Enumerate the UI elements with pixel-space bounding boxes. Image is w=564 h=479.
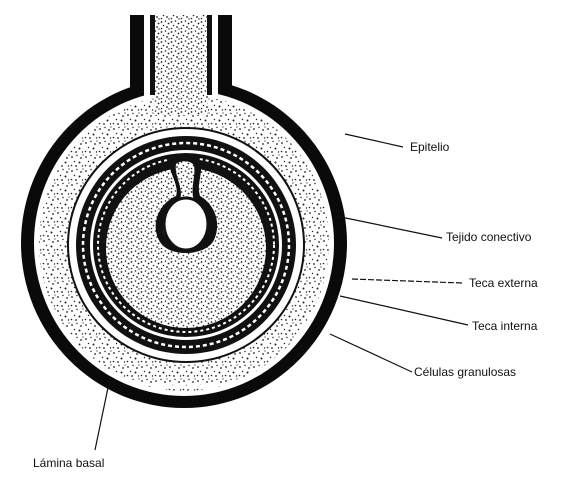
leader-epitelio (345, 134, 403, 147)
oocyte (164, 198, 208, 250)
label-teca-interna: Teca interna (472, 319, 538, 333)
follicle-body (21, 15, 347, 408)
label-tejido-conectivo: Tejido conectivo (446, 230, 532, 244)
leader-teca-externa (352, 279, 462, 283)
label-celulas-granulosas: Células granulosas (414, 365, 516, 379)
leader-teca-interna (340, 296, 468, 325)
leader-lamina-basal (95, 378, 110, 450)
leader-tejido-conectivo (336, 216, 442, 238)
duct-stroma (154, 15, 208, 115)
leader-celulas-granulosas (330, 334, 412, 372)
label-teca-externa: Teca externa (469, 276, 538, 290)
label-epitelio: Epitelio (410, 140, 450, 154)
label-lamina-basal: Lámina basal (33, 456, 104, 470)
